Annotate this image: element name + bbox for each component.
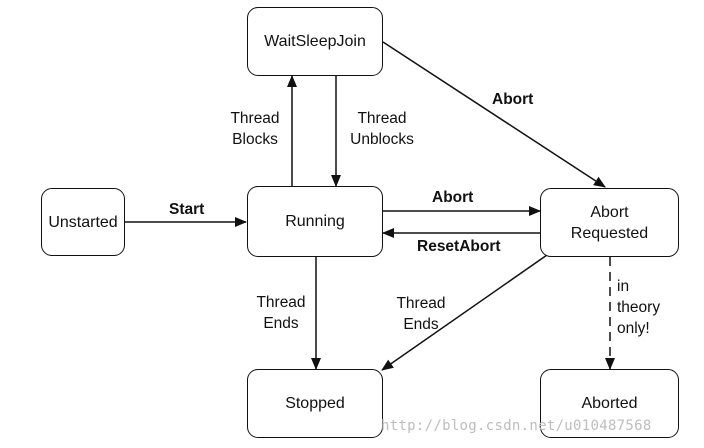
label-thread-unblocks: Thread Unblocks: [350, 110, 414, 148]
label-thread-ends-left: Thread Ends: [256, 294, 306, 332]
label-thread-blocks: Thread Blocks: [230, 110, 280, 148]
node-waitsleepjoin: WaitSleepJoin: [247, 7, 383, 76]
edge-thread-ends-right: [381, 254, 548, 371]
label-abort-top: Abort: [492, 91, 534, 108]
node-stopped: Stopped: [247, 369, 383, 438]
node-running: Running: [247, 186, 383, 257]
node-unstarted: Unstarted: [41, 188, 125, 256]
label-abort-mid: Abort: [432, 189, 474, 206]
edge-abort-top: [382, 41, 606, 188]
node-abort-requested: Abort Requested: [540, 188, 679, 257]
label-thread-ends-right: Thread Ends: [396, 295, 446, 333]
label-in-theory-only: in theory only!: [617, 278, 661, 337]
label-reset-abort: ResetAbort: [417, 238, 501, 255]
label-start: Start: [169, 201, 205, 218]
node-aborted: Aborted: [540, 369, 679, 438]
watermark: http://blog.csdn.net/u010487568: [381, 418, 652, 434]
